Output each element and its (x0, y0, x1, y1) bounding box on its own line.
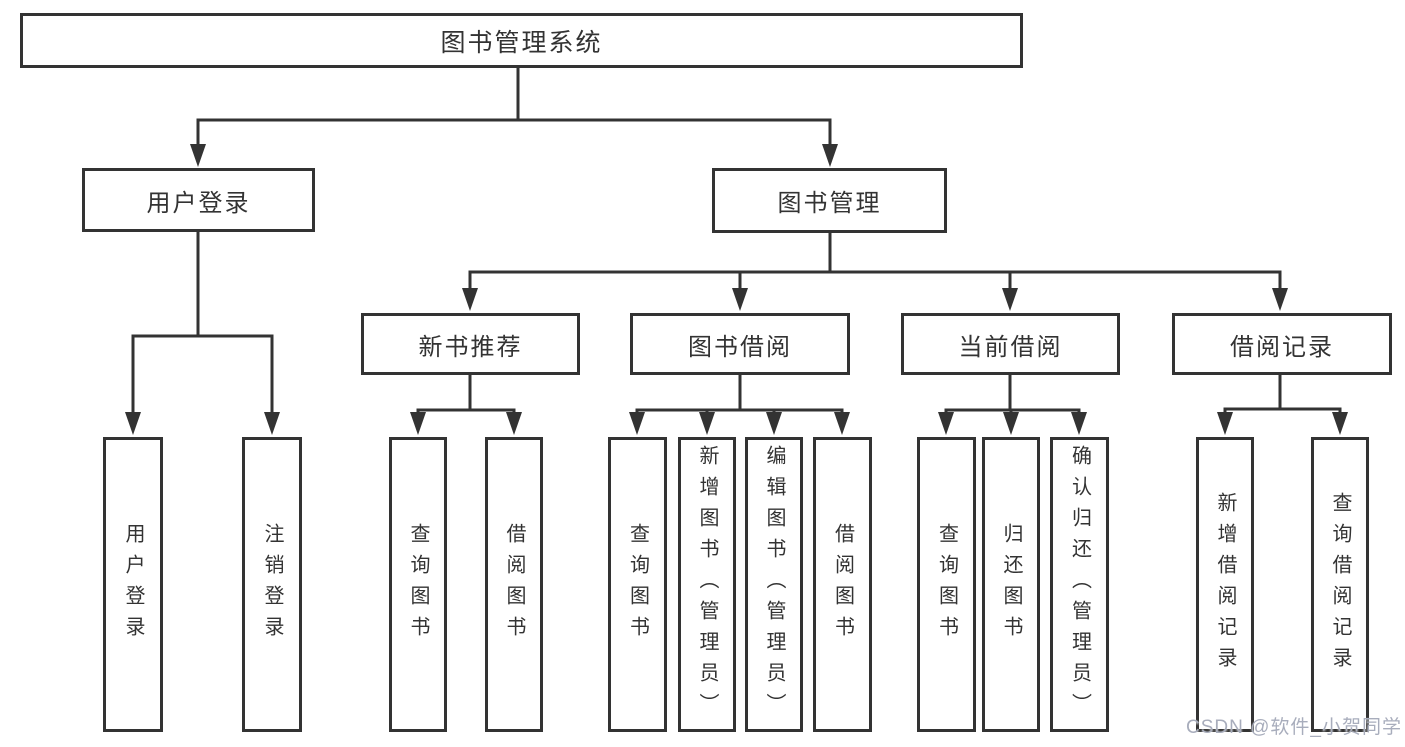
connector-current-borrow-children (938, 375, 1087, 435)
leaf-edit-book-admin: 编辑图书（管理员） (745, 437, 803, 732)
leaf-label: 注销登录 (261, 522, 283, 647)
leaf-label: 借阅图书 (831, 522, 854, 647)
leaf-label: 新增图书（管理员） (696, 445, 718, 724)
leaf-label: 查询图书 (935, 522, 958, 647)
node-user-login-label: 用户登录 (146, 189, 251, 217)
leaf-label: 借阅图书 (503, 522, 525, 647)
leaf-label: 新增借阅记录 (1214, 491, 1236, 678)
leaf-label: 确认归还（管理员） (1068, 445, 1091, 724)
node-book-borrow-label: 图书借阅 (688, 333, 792, 361)
leaf-return-book: 归还图书 (982, 437, 1040, 732)
leaf-add-book-admin: 新增图书（管理员） (678, 437, 736, 732)
leaf-user-login: 用户登录 (103, 437, 163, 732)
leaf-query-book-2: 查询图书 (608, 437, 667, 732)
node-new-book: 新书推荐 (361, 313, 580, 375)
leaf-label: 归还图书 (1000, 522, 1022, 647)
connector-book-mgmt-children (462, 232, 1288, 311)
leaf-borrow-book-1: 借阅图书 (485, 437, 543, 732)
node-borrow-record: 借阅记录 (1172, 313, 1392, 375)
connector-borrow-record-children (1217, 375, 1348, 435)
leaf-query-borrow-record: 查询借阅记录 (1311, 437, 1369, 732)
connector-new-book-children (410, 375, 522, 435)
node-book-mgmt: 图书管理 (712, 168, 947, 233)
leaf-query-book-1: 查询图书 (389, 437, 447, 732)
node-current-borrow: 当前借阅 (901, 313, 1120, 375)
node-book-mgmt-label: 图书管理 (777, 190, 882, 217)
leaf-label: 查询借阅记录 (1329, 491, 1351, 678)
node-borrow-record-label: 借阅记录 (1230, 333, 1334, 361)
connector-book-borrow-children (629, 375, 850, 435)
leaf-confirm-return-admin: 确认归还（管理员） (1050, 437, 1109, 732)
node-book-borrow: 图书借阅 (630, 313, 850, 375)
watermark: CSDN @软件_小贺同学 (1186, 717, 1402, 738)
leaf-logout: 注销登录 (242, 437, 302, 732)
connector-user-login-children (125, 232, 280, 435)
connector-root-to-level2 (190, 66, 838, 167)
leaf-label: 编辑图书（管理员） (763, 445, 785, 724)
node-root-label: 图书管理系统 (440, 28, 603, 57)
node-root: 图书管理系统 (20, 13, 1023, 68)
leaf-label: 查询图书 (626, 522, 649, 647)
node-user-login: 用户登录 (82, 168, 315, 232)
leaf-add-borrow-record: 新增借阅记录 (1196, 437, 1254, 732)
node-current-borrow-label: 当前借阅 (958, 333, 1063, 361)
leaf-label: 查询图书 (407, 522, 429, 647)
leaf-borrow-book-2: 借阅图书 (813, 437, 872, 732)
leaf-query-book-3: 查询图书 (917, 437, 976, 732)
leaf-label: 用户登录 (122, 522, 144, 647)
node-new-book-label: 新书推荐 (418, 333, 523, 361)
